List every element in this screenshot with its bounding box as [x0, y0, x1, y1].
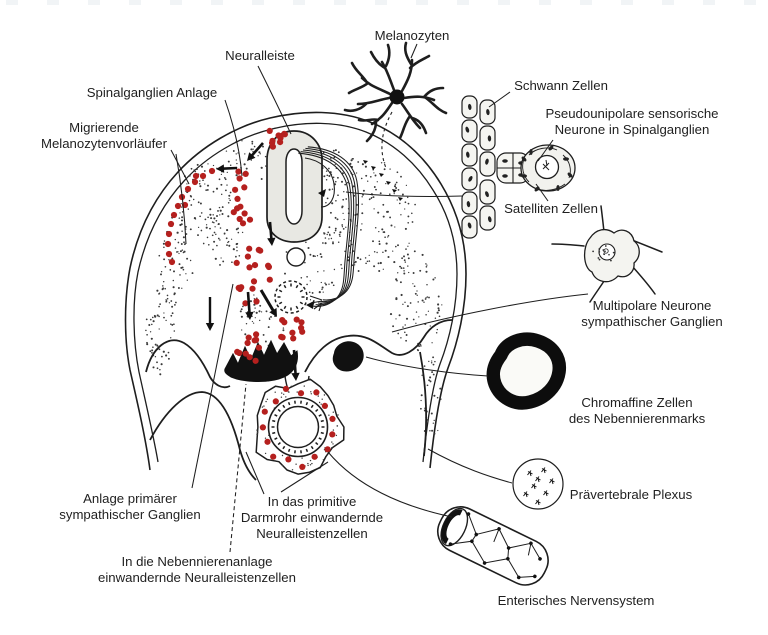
label-nebennierenanlage-2: einwandernde Neuralleistenzellen [98, 570, 296, 585]
melanocyte-figure [343, 41, 448, 201]
melanocyte-body [389, 89, 405, 105]
soma-marks [542, 159, 550, 171]
enteric-net [450, 513, 541, 578]
plexus-cells [523, 467, 555, 506]
interior-contours [145, 319, 453, 481]
neuron-speckles [592, 245, 615, 262]
leader-nebennierenanlage [229, 383, 247, 553]
satellite-cell-nuclei [521, 145, 573, 192]
neuron-nucleus [598, 243, 616, 261]
label-spinalganglien-anlage: Spinalganglien Anlage [87, 85, 218, 100]
leader-neuralleiste [257, 65, 292, 135]
label-pseudounipolare-2: Neurone in Spinalganglien [555, 122, 710, 137]
label-multipolare-2: sympathischer Ganglien [581, 314, 722, 329]
sympathetic-ganglia-anlage [224, 339, 298, 382]
label-nebennierenanlage-1: In die Nebennierenanlage [121, 554, 272, 569]
nerve-fiber-bundle [298, 146, 360, 307]
dorsal-aorta-ticks [277, 283, 305, 311]
schwann-cell-chain [461, 95, 530, 239]
label-darmrohr-3: Neuralleistenzellen [256, 526, 367, 541]
label-neuralleiste: Neuralleiste [225, 48, 295, 63]
leader-migrierende-2 [175, 153, 187, 245]
skin-melanocyte-dots [363, 160, 403, 201]
label-satelliten-zellen: Satelliten Zellen [504, 201, 598, 216]
connector-enteric [327, 451, 453, 518]
label-enterisches: Enterisches Nervensystem [498, 593, 655, 608]
label-migrierende-2: Melanozytenvorläufer [41, 136, 168, 151]
leader-anlage-primaerer [191, 283, 234, 489]
gut-wall-dotted-band [271, 400, 325, 454]
scan-artifact-row [6, 0, 756, 5]
embryo-cross-section [124, 111, 467, 481]
neural-canal [285, 148, 303, 225]
chromaffin-cell-ring [486, 332, 567, 410]
prevertebral-plexus-figure [512, 458, 564, 510]
label-pseudounipolare-1: Pseudounipolare sensorische [545, 106, 718, 121]
pseudounipolar-neuron-figure [520, 144, 576, 192]
leader-spinalganglien [224, 99, 243, 177]
gut-end-crescent [441, 509, 463, 545]
melanocyte-dendrites [343, 41, 448, 143]
melanocyte-dashed-line [381, 111, 393, 169]
enteric-net-nodes [448, 512, 542, 580]
leader-darmrohr-1 [245, 451, 265, 495]
adrenal-anlage-blob [332, 341, 364, 372]
plexus-circle [512, 458, 564, 510]
leader-melanozyten [410, 43, 418, 59]
dorsal-aorta [274, 280, 308, 314]
notochord [286, 247, 306, 267]
label-darmrohr-2: Darmrohr einwandernde [241, 510, 383, 525]
migration-arrows [205, 142, 326, 381]
leader-lines [170, 43, 589, 553]
embryo-outer-skin [124, 111, 467, 471]
leader-migrierende-1 [170, 149, 190, 185]
label-darmrohr-1: In das primitive [268, 494, 357, 509]
connector-skin-to-schwann [345, 191, 463, 198]
label-chromaffine-2: des Nebennierenmarks [569, 411, 706, 426]
label-anlage-primaerer-2: sympathischer Ganglien [59, 507, 200, 522]
connector-chromaffin [365, 356, 489, 377]
label-melanozyten: Melanozyten [375, 28, 450, 43]
enteric-nervous-system-figure [437, 506, 549, 586]
connector-multipolar [391, 293, 589, 333]
label-migrierende-1: Migrierende [69, 120, 139, 135]
label-multipolare-1: Multipolare Neurone [593, 298, 712, 313]
label-praevertebrale: Prävertebrale Plexus [570, 487, 693, 502]
leader-pseudounipolar [537, 139, 554, 162]
label-schwann-zellen: Schwann Zellen [514, 78, 608, 93]
neuron-soma [534, 154, 560, 180]
labels: Neuralleiste Spinalganglien Anlage Migri… [41, 28, 723, 608]
neural-crest-cells [164, 127, 336, 470]
leader-schwann [488, 91, 511, 108]
multipolar-neuron-figure [551, 205, 663, 303]
connector-plexus [427, 448, 513, 484]
label-anlage-primaerer-1: Anlage primärer [83, 491, 177, 506]
label-chromaffine-1: Chromaffine Zellen [581, 395, 692, 410]
gut-lumen [276, 405, 320, 449]
leader-darmrohr-2 [280, 461, 329, 493]
leader-satelliten [535, 183, 549, 202]
